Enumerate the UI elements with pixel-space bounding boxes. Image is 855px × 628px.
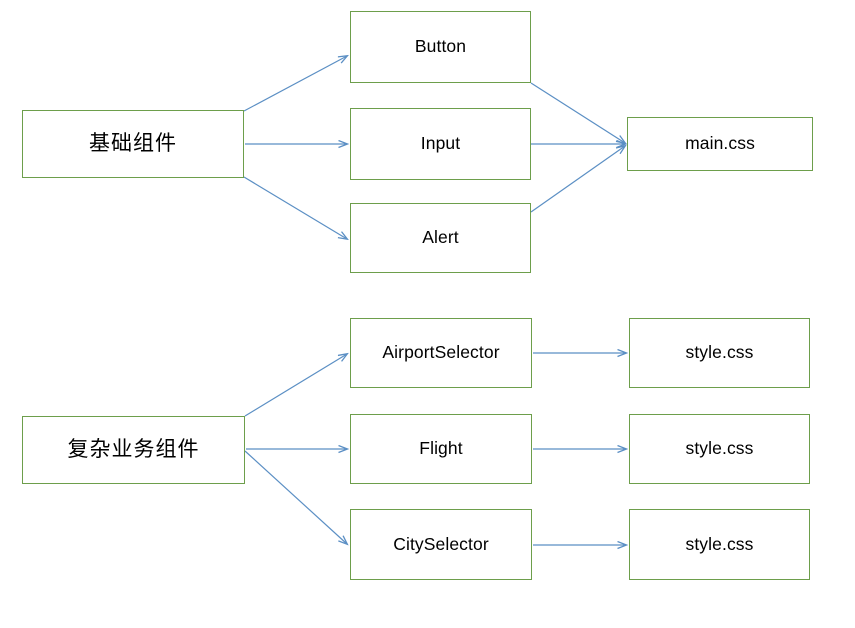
node-label: style.css xyxy=(685,533,754,554)
node-style-css-3[interactable]: style.css xyxy=(629,509,810,580)
node-city-selector[interactable]: CitySelector xyxy=(350,509,532,580)
node-alert[interactable]: Alert xyxy=(350,203,531,273)
node-flight[interactable]: Flight xyxy=(350,414,532,484)
node-label: Input xyxy=(420,133,461,154)
node-label: style.css xyxy=(685,438,754,459)
node-style-css-1[interactable]: style.css xyxy=(629,318,810,388)
node-label: AirportSelector xyxy=(382,342,500,363)
node-label: CitySelector xyxy=(393,533,489,554)
edge-business-to-city-selector xyxy=(244,450,347,544)
node-label: style.css xyxy=(685,342,754,363)
edge-business-to-airport-selector xyxy=(244,354,347,417)
node-label: 复杂业务组件 xyxy=(67,438,200,462)
edge-basic-to-alert xyxy=(243,176,347,239)
node-business-components[interactable]: 复杂业务组件 xyxy=(22,416,245,484)
node-button[interactable]: Button xyxy=(350,11,531,83)
node-main-css[interactable]: main.css xyxy=(627,117,813,171)
node-airport-selector[interactable]: AirportSelector xyxy=(350,318,532,388)
node-label: Alert xyxy=(422,227,459,248)
node-label: Button xyxy=(414,36,467,57)
edge-alert-to-main-css xyxy=(530,146,625,213)
edge-button-to-main-css xyxy=(530,82,625,143)
node-input[interactable]: Input xyxy=(350,108,531,180)
node-label: 基础组件 xyxy=(89,132,177,156)
node-label: Flight xyxy=(419,438,463,459)
node-basic-components[interactable]: 基础组件 xyxy=(22,110,244,178)
node-label: main.css xyxy=(685,133,755,154)
edge-basic-to-button xyxy=(243,56,347,112)
node-style-css-2[interactable]: style.css xyxy=(629,414,810,484)
